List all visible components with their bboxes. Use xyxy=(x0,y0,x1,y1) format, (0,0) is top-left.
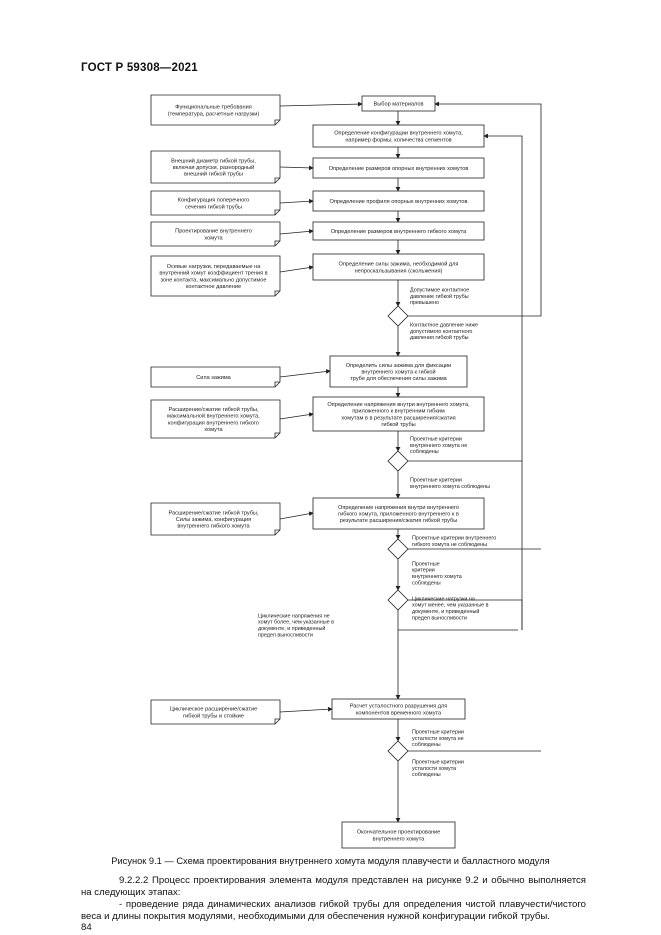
decision-cyclic xyxy=(387,589,409,611)
connector xyxy=(279,198,314,204)
input-fold-cyclic xyxy=(274,718,280,724)
input-fold-expansion xyxy=(274,432,280,438)
input-box-expansion xyxy=(150,399,281,439)
input-fold-load_forces xyxy=(274,290,280,296)
input-fold-pipe_config xyxy=(274,209,280,215)
process-label-bearing_profile: Определение профиля опорных внутренних х… xyxy=(330,199,468,205)
loop-criteria-1 xyxy=(408,133,523,462)
process-label-clamp_force: Определение силы зажима, необходимой для… xyxy=(339,261,459,275)
connector xyxy=(279,165,314,171)
decision-fatigue xyxy=(387,740,409,762)
process-box-bearing_profile xyxy=(312,190,485,212)
page-number: 84 xyxy=(81,922,92,933)
figure-caption: Рисунок 9.1 — Схема проектирования внутр… xyxy=(111,856,550,866)
process-box-select_material xyxy=(361,95,436,112)
decision-contact xyxy=(387,305,409,327)
input-label-expansion: Расширение/сжатие гибкой трубы,максималь… xyxy=(167,406,260,433)
input-label-functional_req: Функциональные требования(температура, р… xyxy=(168,105,260,118)
input-label-clamp_force_in: Сила зажима xyxy=(196,375,231,381)
connector xyxy=(279,101,363,107)
input-fold-design_internal xyxy=(274,240,280,246)
process-box-fatigue_calc xyxy=(331,698,466,720)
process-label-clamp_size: Определение размеров внутреннего гибкого… xyxy=(331,229,467,235)
process-box-stress_calc xyxy=(312,396,485,432)
input-label-pipe_diam: Внешний диаметр гибкой трубы,включая доп… xyxy=(171,157,256,177)
paragraph-1: 9.2.2.2 Процесс проектирования элемента … xyxy=(81,875,586,898)
input-box-clamp_force_in xyxy=(150,366,281,388)
process-box-fixing_force xyxy=(329,355,468,388)
standard-header: ГОСТ Р 59308—2021 xyxy=(81,62,198,74)
input-box-load_forces xyxy=(150,255,281,297)
connector xyxy=(279,228,314,235)
input-fold-pipe_diam xyxy=(274,177,280,183)
process-box-clamp_size xyxy=(312,221,485,241)
input-box-pipe_config xyxy=(150,190,281,216)
input-box-design_internal xyxy=(150,221,281,247)
process-label-stress_calc: Определение напряжения внутри внутреннег… xyxy=(327,402,470,428)
connector xyxy=(279,412,314,420)
input-fold-expansion2 xyxy=(274,529,280,535)
process-box-stress_check xyxy=(312,497,485,530)
input-box-cyclic xyxy=(150,699,281,725)
decision-criteria-2 xyxy=(387,538,409,560)
input-box-pipe_diam xyxy=(150,150,281,184)
connector xyxy=(279,706,333,713)
process-label-clamp_config: Определение конфигурации внутреннего хом… xyxy=(334,131,463,144)
process-label-select_material: Выбор материалов xyxy=(374,101,424,107)
paragraph-2: - проведение ряда динамических анализов … xyxy=(81,899,586,922)
loop-main xyxy=(408,101,542,317)
input-fold-clamp_force_in xyxy=(274,381,280,387)
process-label-bearing_size: Определение размеров опорных внутренних … xyxy=(329,166,469,172)
connector xyxy=(279,369,331,378)
input-box-expansion2 xyxy=(150,502,281,536)
connector xyxy=(279,265,314,273)
process-box-bearing_size xyxy=(312,157,485,179)
connector xyxy=(279,511,314,520)
process-box-clamp_config xyxy=(312,124,485,148)
decision-criteria-1 xyxy=(387,450,409,472)
input-fold-functional_req xyxy=(274,119,280,125)
input-box-functional_req xyxy=(150,94,281,126)
input-label-expansion2: Расширение/сжатие гибкой трубы,Силы зажи… xyxy=(168,509,258,529)
process-box-clamp_force xyxy=(312,253,485,281)
process-label-stress_check: Определение напряжения внутри внутреннег… xyxy=(338,505,459,524)
process-box-final_design xyxy=(341,821,456,849)
